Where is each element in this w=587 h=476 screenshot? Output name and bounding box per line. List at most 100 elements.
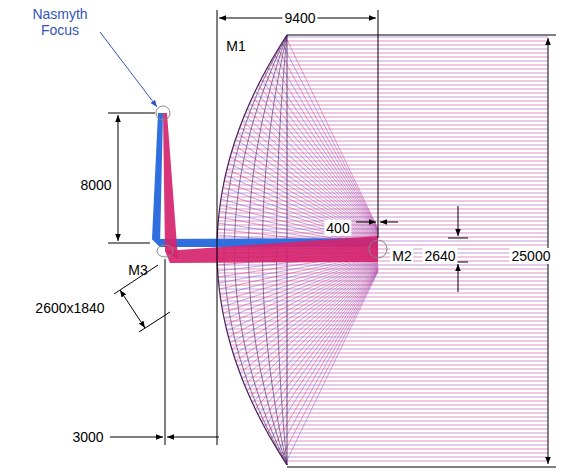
incoming-ray [229,161,548,162]
incoming-ray [273,57,548,58]
incoming-ray [250,397,548,398]
reflected-ray [250,265,378,397]
incoming-ray [220,293,548,294]
mirror-outlines [156,106,387,258]
secondary-mirror [369,240,387,258]
incoming-ray [261,421,548,422]
incoming-ray [236,361,548,362]
incoming-ray [251,101,548,102]
reflected-ray [268,67,378,232]
incoming-ray [232,349,548,350]
dimension-label: 3000 [70,429,105,445]
reflected-ray [240,127,378,238]
incoming-ray [228,165,548,166]
dimension-label: 400 [324,220,351,236]
dimension-lines [108,10,556,467]
mirror-label: M2 [390,248,413,264]
reflected-ray [224,257,378,319]
reflected-ray [240,262,378,373]
incoming-ray [234,145,548,146]
extension-line [165,259,166,445]
reflected-ray [275,270,378,446]
reflected-ray [282,271,378,457]
incoming-ray [258,85,548,86]
incoming-ray [271,61,548,62]
pink-beam [163,113,178,259]
dimension-label: 2600x1840 [33,300,106,316]
extension-line [448,238,468,239]
incoming-ray [220,297,548,298]
dimension-label: 9400 [282,10,317,26]
dimension-line [167,437,219,438]
reflected-ray [242,263,378,379]
incoming-ray [254,93,548,94]
incoming-ray [279,453,548,454]
incoming-ray [257,413,548,414]
incoming-ray [275,445,548,446]
reflected-ray [258,267,378,416]
dimension-label: 2640 [422,248,457,264]
extension-line [139,312,170,332]
dimension-line [356,222,376,223]
reflected-ray [250,103,378,235]
extension-line [287,467,556,468]
incoming-ray [228,337,548,338]
incoming-ray [235,141,548,142]
reflected-ray [228,259,378,337]
mirror-label: M3 [126,262,149,278]
extension-line [217,10,218,445]
incoming-ray [223,313,548,314]
leader-line [100,32,157,107]
reflected-ray [247,264,378,391]
reflected-ray [245,264,378,386]
incoming-ray [230,341,548,342]
incoming-ray [221,197,548,198]
reflected-ray [242,121,378,237]
reflected-ray [286,271,378,463]
incoming-ray [268,433,548,434]
incoming-ray [241,377,548,378]
reflected-ray [223,187,378,244]
incoming-ray [269,65,548,66]
incoming-ray [283,41,548,42]
incoming-ray [245,113,548,114]
incoming-ray [255,409,548,410]
focus-label: Nasmyth Focus [23,6,97,38]
incoming-ray [226,325,548,326]
incoming-ray [282,457,548,458]
incoming-ray [238,369,548,370]
incoming-ray [267,69,548,70]
reflected-ray [245,115,378,237]
incoming-ray [218,281,548,282]
reflected-ray [255,91,378,234]
incoming-ray [284,461,548,462]
incoming-ray [252,401,548,402]
incoming-ray [226,329,548,330]
reflected-ray [222,193,378,244]
incoming-ray [223,189,548,190]
incoming-ray [264,73,548,74]
extension-line [378,10,379,238]
incoming-ray [286,37,548,38]
incoming-ray [226,173,548,174]
incoming-ray [232,149,548,150]
incoming-ray [278,49,548,50]
incoming-ray [243,381,548,382]
tertiary-mirror [157,245,173,257]
pink-beam [165,236,378,263]
blue-beam [152,113,163,247]
incoming-ray [245,385,548,386]
dimension-line [458,264,459,292]
reflected-ray [227,169,378,242]
dimension-line [110,437,163,438]
incoming-ray [263,425,548,426]
incoming-ray [219,289,548,290]
incoming-ray [276,53,548,54]
reflected-ray [258,85,378,234]
incoming-ray [242,121,548,122]
reflected-ray [282,43,378,229]
beam-paths [152,113,378,263]
incoming-ray [225,321,548,322]
reflected-ray [232,260,378,349]
